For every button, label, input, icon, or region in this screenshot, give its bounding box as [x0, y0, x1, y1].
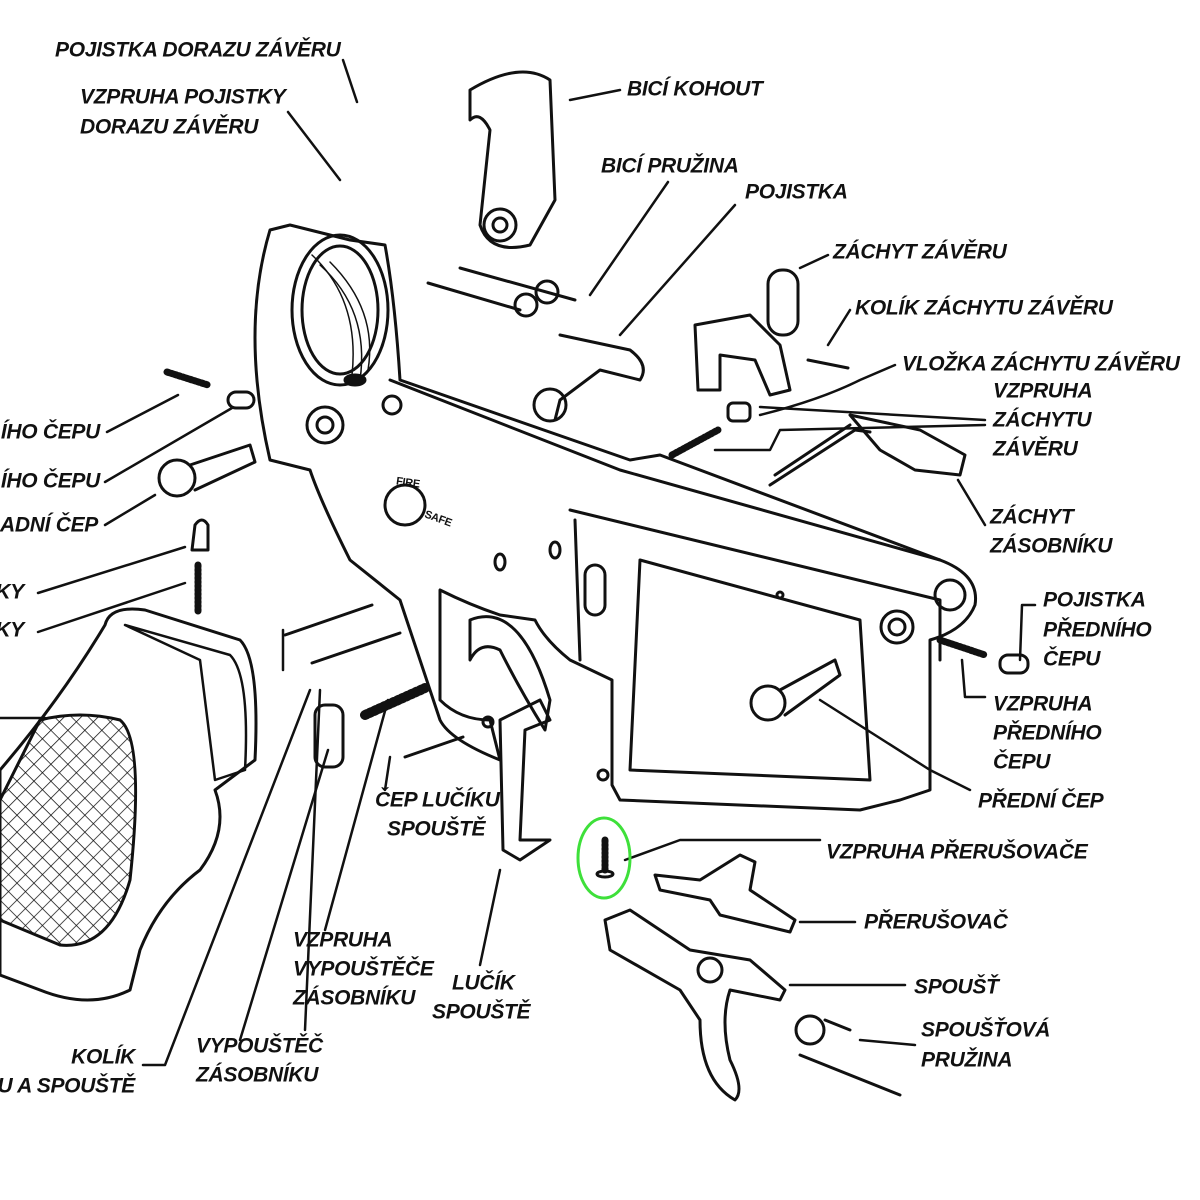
- label-left-cut-1: ÍHO ČEPU: [0, 420, 100, 444]
- label-front-pin-spring-2: PŘEDNÍHO: [993, 721, 1102, 745]
- label-mag-release-spring-1: VZPRUHA: [293, 928, 393, 952]
- label-hammer-spring: BICÍ PRUŽINA: [601, 154, 739, 178]
- label-mag-release-1: VYPOUŠTĚČ: [196, 1034, 323, 1058]
- label-trigger-guard-pin-2: SPOUŠTĚ: [387, 817, 486, 841]
- label-bolt-catch-plunger-spring-1: VZPRUHA POJISTKY: [80, 85, 286, 109]
- label-front-pin-detent-3: ČEPU: [1043, 647, 1101, 671]
- label-hammer: BICÍ KOHOUT: [627, 77, 763, 101]
- label-magazine-catch-1: ZÁCHYT: [990, 505, 1074, 529]
- hammer: [468, 70, 557, 249]
- label-mag-release-2: ZÁSOBNÍKU: [196, 1063, 319, 1087]
- mag-release: [313, 703, 345, 769]
- label-bolt-catch-buffer: VLOŽKA ZÁCHYTU ZÁVĚRU: [902, 352, 1180, 376]
- label-left-cut-2: ÍHO ČEPU: [0, 469, 100, 493]
- label-bolt-catch-spring-2: ZÁCHYTU: [993, 408, 1092, 432]
- trigger-guard-pin: [403, 735, 465, 759]
- left-pins: [157, 368, 402, 665]
- label-hammer-trigger-pin-2: U A SPOUŠTĚ: [0, 1074, 135, 1098]
- pistol-grip: [0, 607, 258, 1002]
- label-left-cut-4: KY: [0, 580, 24, 604]
- hammer-spring: [426, 266, 577, 318]
- label-bolt-catch-pin: KOLÍK ZÁCHYTU ZÁVĚRU: [855, 296, 1113, 320]
- magazine-catch: [768, 413, 967, 487]
- label-trigger-spring-2: PRUŽINA: [921, 1048, 1013, 1072]
- bolt-catch: [693, 268, 800, 397]
- label-trigger-guard-1: LUČÍK: [452, 971, 515, 995]
- label-bolt-catch-plunger: POJISTKA DORAZU ZÁVĚRU: [55, 38, 341, 62]
- label-hammer-trigger-pin-1: KOLÍK: [71, 1045, 135, 1069]
- label-trigger: SPOUŠŤ: [914, 975, 999, 999]
- label-front-pin: PŘEDNÍ ČEP: [978, 789, 1104, 813]
- label-trigger-guard-2: SPOUŠTĚ: [432, 1000, 531, 1024]
- label-safety: POJISTKA: [745, 180, 848, 204]
- trigger-guard: [498, 698, 552, 862]
- label-front-pin-detent-2: PŘEDNÍHO: [1043, 618, 1152, 642]
- bolt-catch-buffer: [726, 401, 752, 423]
- label-bolt-catch-spring-3: ZÁVĚRU: [993, 437, 1078, 461]
- highlight-circle: [576, 816, 632, 900]
- label-mag-release-spring-3: ZÁSOBNÍKU: [293, 986, 416, 1010]
- bolt-catch-pin: [806, 358, 850, 370]
- trigger: [603, 908, 787, 1102]
- label-trigger-guard-pin-1: ČEP LUČÍKU: [375, 788, 500, 812]
- bolt-catch-spring: [668, 426, 722, 459]
- label-front-pin-detent-1: POJISTKA: [1043, 588, 1146, 612]
- trigger-spring: [794, 1014, 902, 1097]
- label-bolt-catch-plunger-spring-2: DORAZU ZÁVĚRU: [80, 115, 259, 139]
- label-disconnector-spring: VZPRUHA PŘERUŠOVAČE: [826, 840, 1088, 864]
- front-pin: [749, 636, 1030, 722]
- leader-lines: [0, 58, 1037, 1067]
- label-front-pin-spring-1: VZPRUHA: [993, 692, 1093, 716]
- label-front-pin-spring-3: ČEPU: [993, 750, 1051, 774]
- label-magazine-catch-2: ZÁSOBNÍKU: [990, 534, 1113, 558]
- mag-release-spring: [360, 683, 430, 720]
- label-left-cut-5: KY: [0, 618, 24, 642]
- disconnector-spring: [595, 836, 615, 879]
- safety-selector: [532, 333, 645, 423]
- disconnector: [653, 853, 797, 934]
- label-mag-release-spring-2: VYPOUŠTĚČE: [293, 957, 434, 981]
- label-bolt-catch-spring-1: VZPRUHA: [993, 379, 1093, 403]
- label-trigger-spring-1: SPOUŠŤOVÁ: [921, 1018, 1051, 1042]
- label-left-cut-3: ADNÍ ČEP: [0, 513, 98, 537]
- label-disconnector: PŘERUŠOVAČ: [864, 910, 1008, 934]
- label-bolt-catch: ZÁCHYT ZÁVĚRU: [833, 240, 1007, 264]
